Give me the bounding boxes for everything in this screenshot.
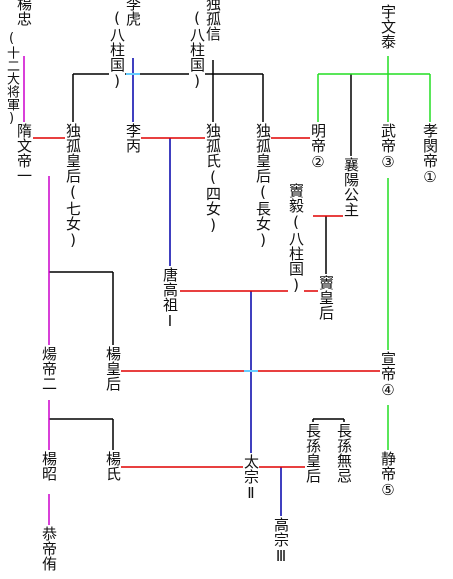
li-hu-note: (八柱国) (108, 8, 126, 91)
li-hu-node: 李虎 (124, 0, 142, 27)
sui-wendi-node: 隋文帝一 (15, 122, 33, 184)
xiaomin-node: 孝閔帝① (421, 122, 439, 187)
yangdi-node: 煬帝二 (40, 345, 58, 392)
sui-lineage-lines (23, 56, 50, 525)
dou-yi-node: 竇毅(八柱国) (287, 182, 305, 295)
jingdi-node: 静帝⑤ (379, 450, 397, 500)
gongdi-node: 恭帝侑 (40, 525, 58, 572)
dugu-xin-note: (八柱国) (188, 8, 206, 91)
mingdi-node: 明帝② (309, 122, 327, 172)
taizong-node: 太宗Ⅱ (242, 453, 260, 503)
yuwen-tai-node: 宇文泰 (379, 3, 397, 50)
dugu-xin-node: 独孤信 (204, 0, 222, 42)
zhangsun-wuji-node: 長孫無忌 (335, 422, 353, 484)
yang-zhong-note: (十二大将軍) (4, 30, 19, 127)
yang-zhong-node: 楊忠 (15, 0, 33, 27)
yang-empress-node: 楊皇后 (104, 345, 122, 392)
xuandi-node: 宣帝④ (379, 350, 397, 400)
li-bing-node: 李丙 (124, 122, 142, 154)
xiangyang-princess-node: 襄陽公主 (342, 156, 360, 218)
crossing-marks (126, 73, 258, 372)
gaozong-node: 高宗Ⅲ (272, 516, 290, 566)
yang-shi-node: 楊氏 (104, 450, 122, 482)
dugu-shi-4th-node: 独孤氏(四女) (204, 122, 222, 235)
descent-lines (49, 60, 352, 450)
dou-empress-node: 竇皇后 (317, 274, 335, 321)
tang-gaozu-node: 唐高祖Ⅰ (161, 266, 179, 331)
zhangsun-empress-node: 長孫皇后 (304, 422, 322, 484)
wudi-node: 武帝③ (379, 122, 397, 172)
zhou-lineage-lines (317, 56, 431, 450)
dugu-empress-7th-node: 独孤皇后(七女) (64, 122, 82, 250)
dugu-empress-1st-node: 独孤皇后(長女) (254, 122, 272, 250)
yang-zhao-node: 楊昭 (40, 450, 58, 482)
